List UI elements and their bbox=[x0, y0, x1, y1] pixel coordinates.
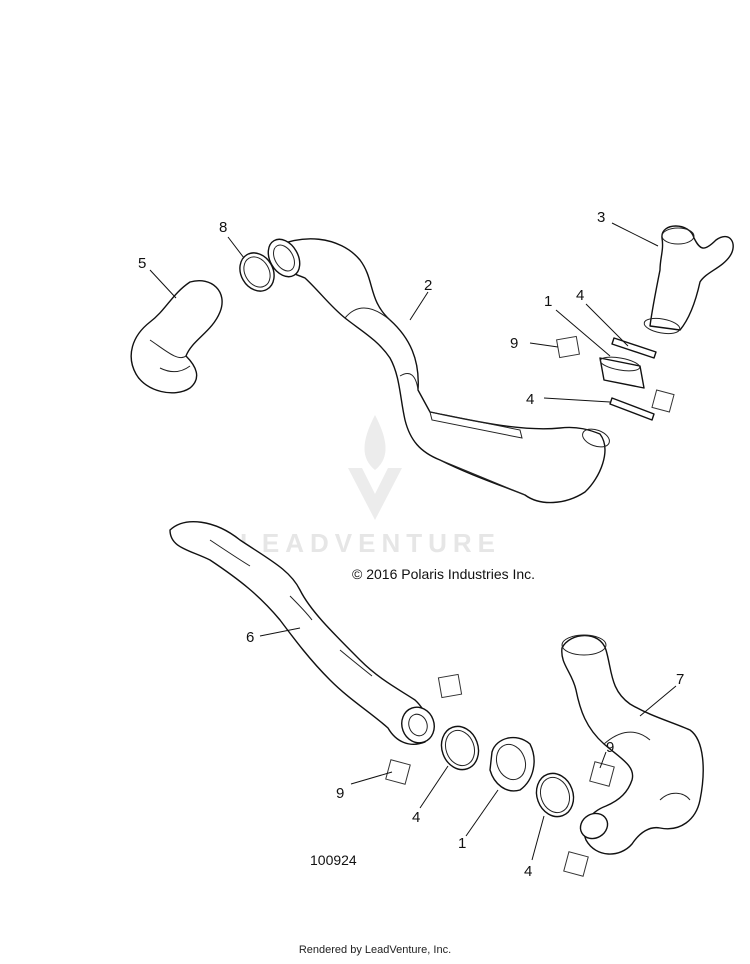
part-4-strap-upper-a bbox=[611, 337, 657, 359]
part-9-square-upper-right bbox=[651, 389, 675, 413]
callout-4-mid: 4 bbox=[526, 391, 534, 408]
part-4-clamp-lower-left bbox=[440, 725, 480, 771]
part-9-square-bottom bbox=[563, 851, 589, 877]
callout-4-upper: 4 bbox=[576, 287, 584, 304]
figure-id: 100924 bbox=[310, 852, 357, 868]
part-9-square-upper bbox=[556, 335, 580, 359]
callout-9-upper: 9 bbox=[510, 335, 518, 352]
part-6-lower-hose bbox=[169, 521, 435, 746]
part-2-intake-duct bbox=[267, 238, 610, 504]
part-4-strap-upper-b bbox=[609, 397, 655, 421]
leader-lines bbox=[149, 222, 677, 861]
part-1-coupler-lower bbox=[489, 736, 535, 792]
callout-7: 7 bbox=[676, 671, 684, 688]
part-9-square-mid bbox=[437, 673, 463, 699]
callout-9-left: 9 bbox=[336, 785, 344, 802]
part-5-elbow-hose bbox=[130, 280, 223, 394]
part-4-clamp-lower-right bbox=[535, 772, 575, 818]
copyright-text: © 2016 Polaris Industries Inc. bbox=[352, 566, 536, 582]
part-3-y-duct bbox=[643, 225, 734, 335]
callout-6: 6 bbox=[246, 629, 254, 646]
callout-4-lower-left: 4 bbox=[412, 809, 420, 826]
callout-5: 5 bbox=[138, 255, 146, 272]
rendered-by-footer: Rendered by LeadVenture, Inc. bbox=[298, 944, 452, 956]
callout-2: 2 bbox=[424, 277, 432, 294]
callout-1-lower: 1 bbox=[458, 835, 466, 852]
callout-9-right: 9 bbox=[606, 739, 614, 756]
part-9-square-right bbox=[589, 761, 615, 787]
part-1-coupler-upper bbox=[599, 356, 645, 389]
callout-1-upper: 1 bbox=[544, 293, 552, 310]
callout-3: 3 bbox=[597, 209, 605, 226]
callout-4-lower-right: 4 bbox=[524, 863, 532, 880]
callout-8: 8 bbox=[219, 219, 227, 236]
part-9-square-left bbox=[385, 759, 411, 785]
part-7-s-hose bbox=[561, 634, 704, 855]
callout-labels: 8 5 2 3 1 4 9 4 6 7 9 9 4 1 4 bbox=[138, 209, 684, 880]
leadventure-watermark: LEADVENTURE bbox=[240, 415, 501, 558]
watermark-text: LEADVENTURE bbox=[240, 528, 501, 558]
